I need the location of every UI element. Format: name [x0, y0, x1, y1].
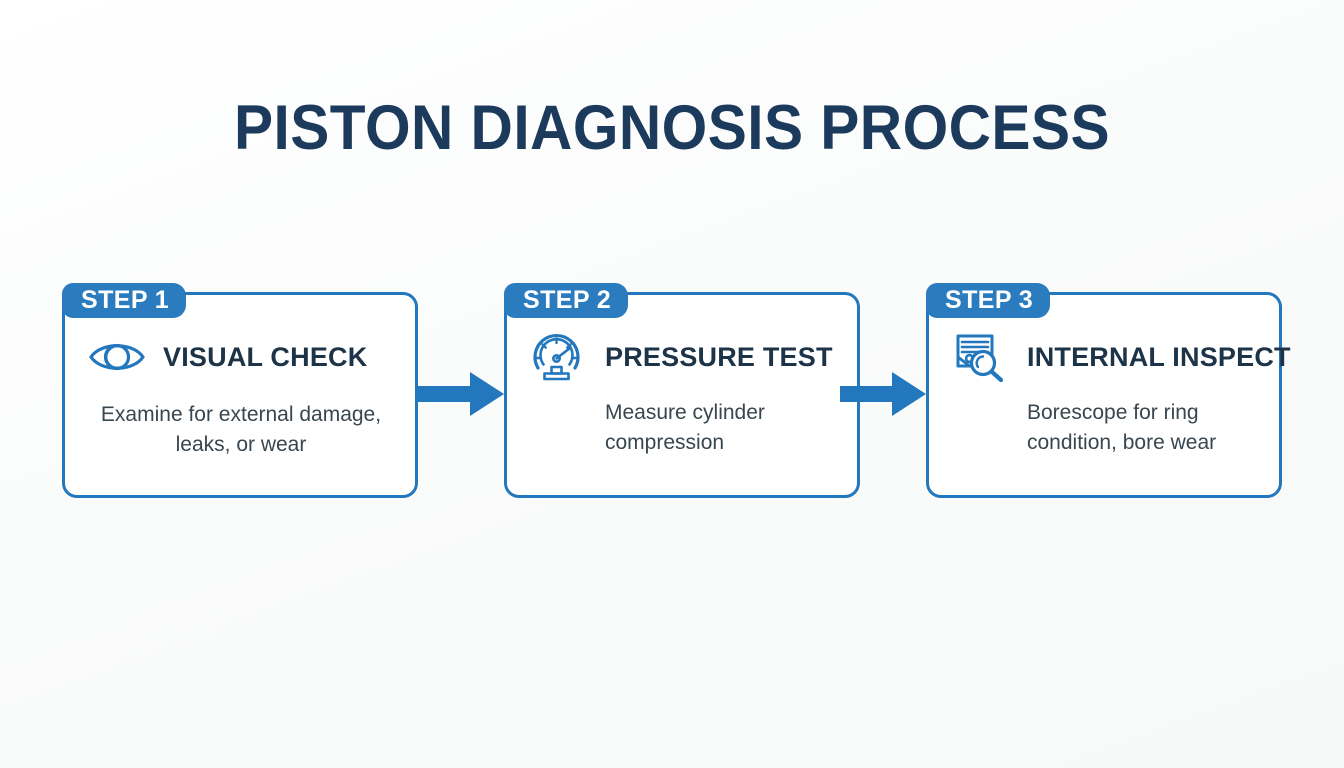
step-card-1-description: Examine for external damage, leaks, or w… — [100, 403, 382, 456]
step-card-2-head: PRESSURE TEST — [507, 326, 857, 388]
arrow-step2-to-step3-icon — [840, 372, 926, 416]
step-card-1-head: VISUAL CHECK — [65, 326, 415, 388]
document-magnifier-icon — [956, 334, 1004, 383]
pressure-gauge-icon — [533, 333, 580, 381]
step-card-3[interactable]: STEP 3 — [926, 283, 1291, 498]
process-steps-row: STEP 1 VISUAL CHECK Examine for external… — [62, 283, 1291, 498]
step-card-3-description: Borescope for ring condition, bore wear — [1027, 401, 1217, 454]
step-card-2-body: PRESSURE TEST Measure cylinder compressi… — [507, 326, 857, 495]
step-badge-2: STEP 2 — [504, 283, 629, 318]
step-card-1-title: VISUAL CHECK — [163, 342, 368, 372]
step-card-1[interactable]: STEP 1 VISUAL CHECK Examine for external… — [62, 283, 418, 498]
step-badge-3: STEP 3 — [926, 283, 1051, 318]
step-card-3-body: INTERNAL INSPECT Borescope for ring cond… — [929, 326, 1291, 495]
step-card-1-body: VISUAL CHECK Examine for external damage… — [65, 326, 415, 495]
page-title: PISTON DIAGNOSIS PROCESS — [233, 93, 1111, 163]
step-card-2-description: Measure cylinder compression — [605, 401, 765, 454]
step-card-3-title: INTERNAL INSPECT — [1027, 342, 1291, 372]
step-card-2[interactable]: STEP 2 — [504, 283, 860, 498]
eye-icon — [89, 343, 145, 371]
arrow-step1-to-step2-icon — [418, 372, 504, 416]
step-badge-1: STEP 1 — [62, 283, 187, 318]
step-card-2-title: PRESSURE TEST — [605, 342, 833, 372]
step-card-3-head: INTERNAL INSPECT — [929, 326, 1291, 388]
